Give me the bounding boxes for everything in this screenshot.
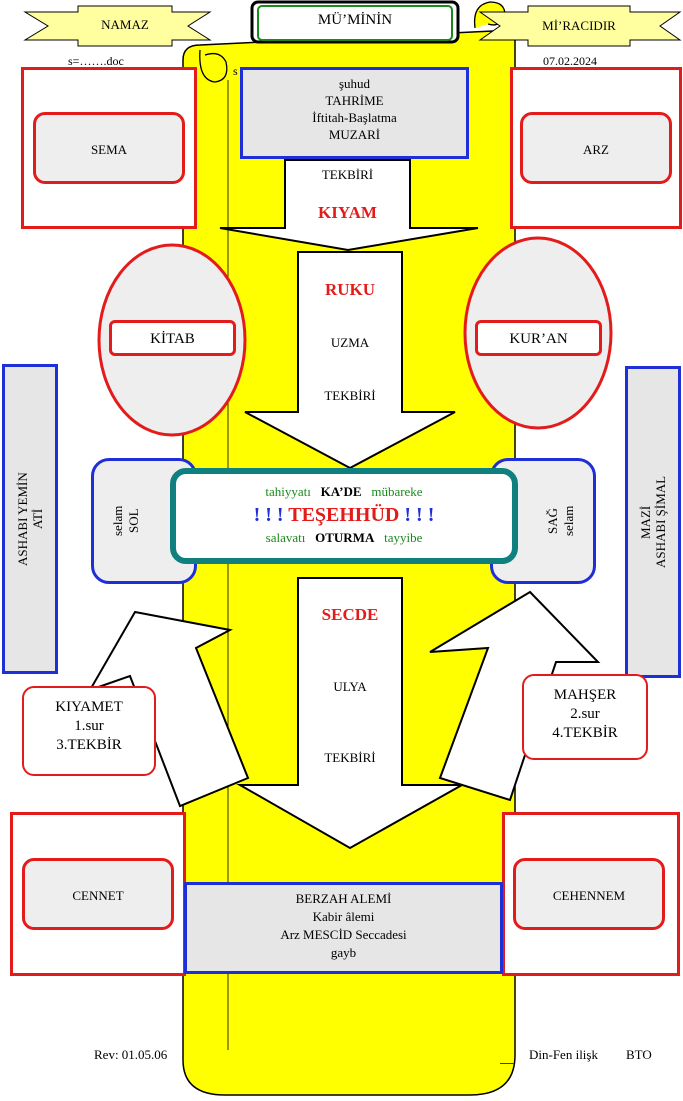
kiyamet-line3: 3.TEKBİR bbox=[56, 737, 122, 753]
kiyam-tekbiri: TEKBİRİ bbox=[321, 167, 374, 182]
right-side-bar: MAZİ ASHABI ŞİMAL bbox=[625, 366, 681, 678]
sag-line2: selam bbox=[561, 505, 576, 537]
footer-din: Din-Fen ilişk bbox=[529, 1047, 598, 1062]
cennet-label: CENNET bbox=[72, 888, 124, 903]
sema-label: SEMA bbox=[90, 142, 128, 157]
mubareke-label: mübareke bbox=[371, 484, 423, 499]
secde-tekbiri: TEKBİRİ bbox=[324, 750, 376, 765]
kitab-label: KİTAB bbox=[150, 331, 195, 347]
tahiyyat-label: tahiyyatı bbox=[265, 484, 311, 499]
cennet-inner: CENNET bbox=[22, 858, 174, 930]
mahsher-line1: MAHŞER bbox=[553, 687, 617, 703]
arrow-diagonal-right bbox=[429, 590, 601, 802]
doc-label: s=…….doc bbox=[68, 54, 124, 68]
salavat-label: salavatı bbox=[265, 530, 306, 545]
mahsher-line3: 4.TEKBİR bbox=[552, 725, 618, 741]
berzah-box: BERZAH ALEMİ Kabir âlemi Arz MESCİD Secc… bbox=[184, 882, 503, 974]
berzah-line4: gayb bbox=[330, 945, 357, 960]
mahsher-line2: 2.sur bbox=[570, 706, 600, 722]
sag-line1: SAĞ bbox=[545, 508, 560, 535]
right-side-line1: MAZİ bbox=[638, 505, 653, 539]
arz-label: ARZ bbox=[583, 142, 609, 157]
berzah-line3: Arz MESCİD Seccadesi bbox=[280, 927, 407, 942]
ruku-uzma: UZMA bbox=[330, 335, 370, 350]
muminin-label: MÜ’MİNİN bbox=[317, 12, 393, 28]
cehennem-inner: CEHENNEM bbox=[513, 858, 665, 930]
ribbon-miracidir bbox=[478, 5, 682, 47]
footer-rev: Rev: 01.05.06 bbox=[94, 1047, 168, 1062]
arz-inner: ARZ bbox=[520, 112, 672, 184]
s-label: s bbox=[233, 64, 238, 78]
scroll-curl-top bbox=[199, 49, 228, 83]
sol-line1: selam bbox=[110, 505, 125, 537]
ruku-title: RUKU bbox=[324, 280, 376, 299]
teshehhud-box: tahiyyatı KA’DE mübareke ! ! ! TEŞEHHÜD … bbox=[170, 468, 518, 564]
footer-bto: BTO bbox=[626, 1047, 652, 1062]
oturma-label: OTURMA bbox=[315, 530, 375, 545]
mahsher-box: MAHŞER 2.sur 4.TEKBİR bbox=[522, 674, 648, 760]
berzah-line2: Kabir âlemi bbox=[312, 909, 375, 924]
footer-link-underline bbox=[500, 1063, 514, 1064]
kuran-box: KUR’AN bbox=[475, 320, 602, 356]
top-line-1: şuhud bbox=[338, 76, 371, 91]
bang-right: ! ! ! bbox=[404, 504, 435, 526]
kitab-box: KİTAB bbox=[109, 320, 236, 356]
ruku-tekbiri: TEKBİRİ bbox=[324, 388, 376, 403]
left-side-line1: ASHABI YEMİN bbox=[15, 472, 30, 566]
kuran-label: KUR’AN bbox=[509, 331, 568, 347]
left-side-line2: ATİ bbox=[30, 508, 45, 530]
tayyibe-label: tayyibe bbox=[384, 530, 423, 545]
kiyamet-box: KIYAMET 1.sur 3.TEKBİR bbox=[22, 686, 156, 776]
secde-title: SECDE bbox=[321, 605, 379, 624]
date-label: 07.02.2024 bbox=[543, 54, 597, 68]
right-side-line2: ASHABI ŞİMAL bbox=[653, 475, 668, 569]
kiyamet-line1: KIYAMET bbox=[55, 699, 123, 715]
namaz-label: NAMAZ bbox=[101, 17, 149, 32]
secde-ulya: ULYA bbox=[333, 679, 367, 694]
kiyam-title: KIYAM bbox=[318, 203, 377, 222]
top-line-2: TAHRİME bbox=[325, 93, 384, 108]
cehennem-label: CEHENNEM bbox=[552, 888, 626, 903]
top-box: şuhud TAHRİME İftitah-Başlatma MUZARİ bbox=[240, 67, 469, 159]
kade-label: KA’DE bbox=[320, 484, 362, 499]
top-line-3: İftitah-Başlatma bbox=[312, 110, 397, 125]
top-line-4: MUZARİ bbox=[328, 127, 381, 142]
arrow-kiyam bbox=[219, 159, 479, 252]
bang-left: ! ! ! bbox=[253, 504, 284, 526]
arrow-ruku bbox=[244, 251, 456, 470]
sema-inner: SEMA bbox=[33, 112, 185, 184]
berzah-line1: BERZAH ALEMİ bbox=[295, 891, 392, 906]
teshehhud-title: TEŞEHHÜD bbox=[288, 504, 400, 526]
ribbon-namaz bbox=[23, 5, 212, 47]
kiyamet-line2: 1.sur bbox=[74, 718, 104, 734]
arrow-secde bbox=[236, 577, 466, 850]
miracidir-label: Mİ’RACIDIR bbox=[542, 18, 616, 33]
sol-line2: SOL bbox=[126, 508, 141, 534]
left-side-bar: ASHABI YEMİN ATİ bbox=[2, 364, 58, 674]
